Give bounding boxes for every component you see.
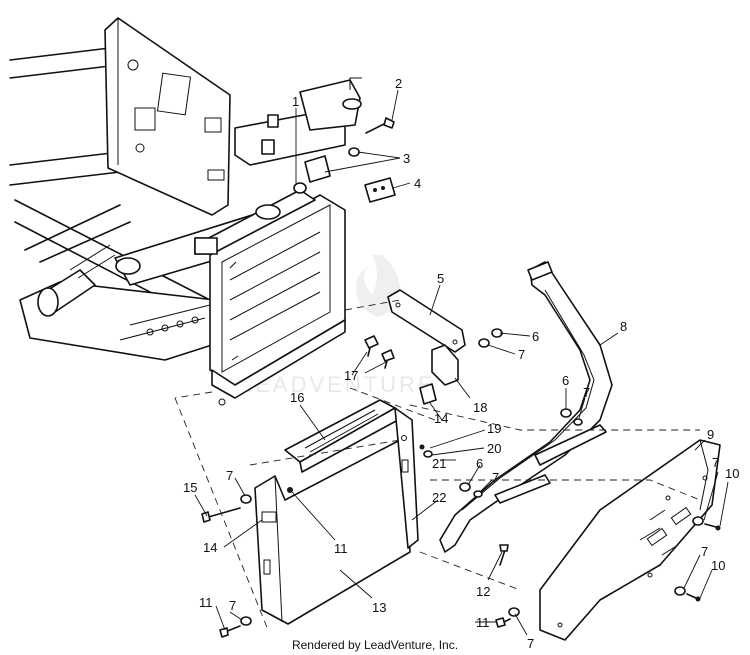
callout-7f: 7 [701, 544, 708, 559]
callout-8: 8 [620, 319, 627, 334]
callout-7b: 7 [583, 385, 590, 400]
part-2-bolt [365, 117, 395, 134]
callout-7c: 7 [492, 470, 499, 485]
part-13-guard [254, 407, 419, 625]
callout-6: 6 [532, 329, 539, 344]
alignment-lines [174, 299, 701, 631]
callout-14b: 14 [203, 540, 217, 555]
footer-credit: Rendered by LeadVenture, Inc. [291, 638, 459, 652]
part-9-skid-plate [539, 439, 721, 641]
callout-20: 20 [487, 441, 501, 456]
callout-19: 19 [487, 421, 501, 436]
callout-1: 1 [292, 94, 299, 109]
callout-11: 11 [334, 541, 348, 556]
hardware [201, 328, 721, 638]
callout-16: 16 [290, 390, 304, 405]
callout-14: 14 [434, 411, 448, 426]
callout-7: 7 [518, 347, 525, 362]
callout-22: 22 [432, 490, 446, 505]
callout-7g: 7 [229, 598, 236, 613]
callout-6b: 6 [562, 373, 569, 388]
callout-7d: 7 [712, 455, 719, 470]
part-16-top-plate [284, 399, 399, 473]
leader-lines [194, 89, 729, 636]
part-18-bracket [419, 344, 459, 405]
radiator [194, 189, 346, 406]
callout-10: 10 [725, 466, 739, 481]
part-8-bumper [439, 261, 613, 553]
callout-11b: 11 [476, 615, 490, 630]
callout-15: 15 [183, 480, 197, 495]
part-4-bushing [364, 177, 396, 203]
callout-11c: 11 [199, 595, 213, 610]
callout-6c: 6 [476, 456, 483, 471]
callout-21: 21 [432, 456, 446, 471]
part-3-washers [293, 147, 360, 194]
callout-4: 4 [414, 176, 421, 191]
callout-9: 9 [707, 427, 714, 442]
callout-3: 3 [403, 151, 410, 166]
callout-18: 18 [473, 400, 487, 415]
callout-17: 17 [344, 368, 358, 383]
callout-10b: 10 [711, 558, 725, 573]
callout-7h: 7 [527, 636, 534, 651]
callout-13: 13 [372, 600, 386, 615]
callout-7e: 7 [226, 468, 233, 483]
callout-12: 12 [476, 584, 490, 599]
callout-2: 2 [395, 76, 402, 91]
part-5-plate [387, 289, 466, 353]
callout-labels: 1 2 3 4 5 6 7 8 6 7 16 17 18 14 19 20 21… [183, 76, 739, 651]
part-17-pins [364, 335, 395, 369]
callout-5: 5 [437, 271, 444, 286]
